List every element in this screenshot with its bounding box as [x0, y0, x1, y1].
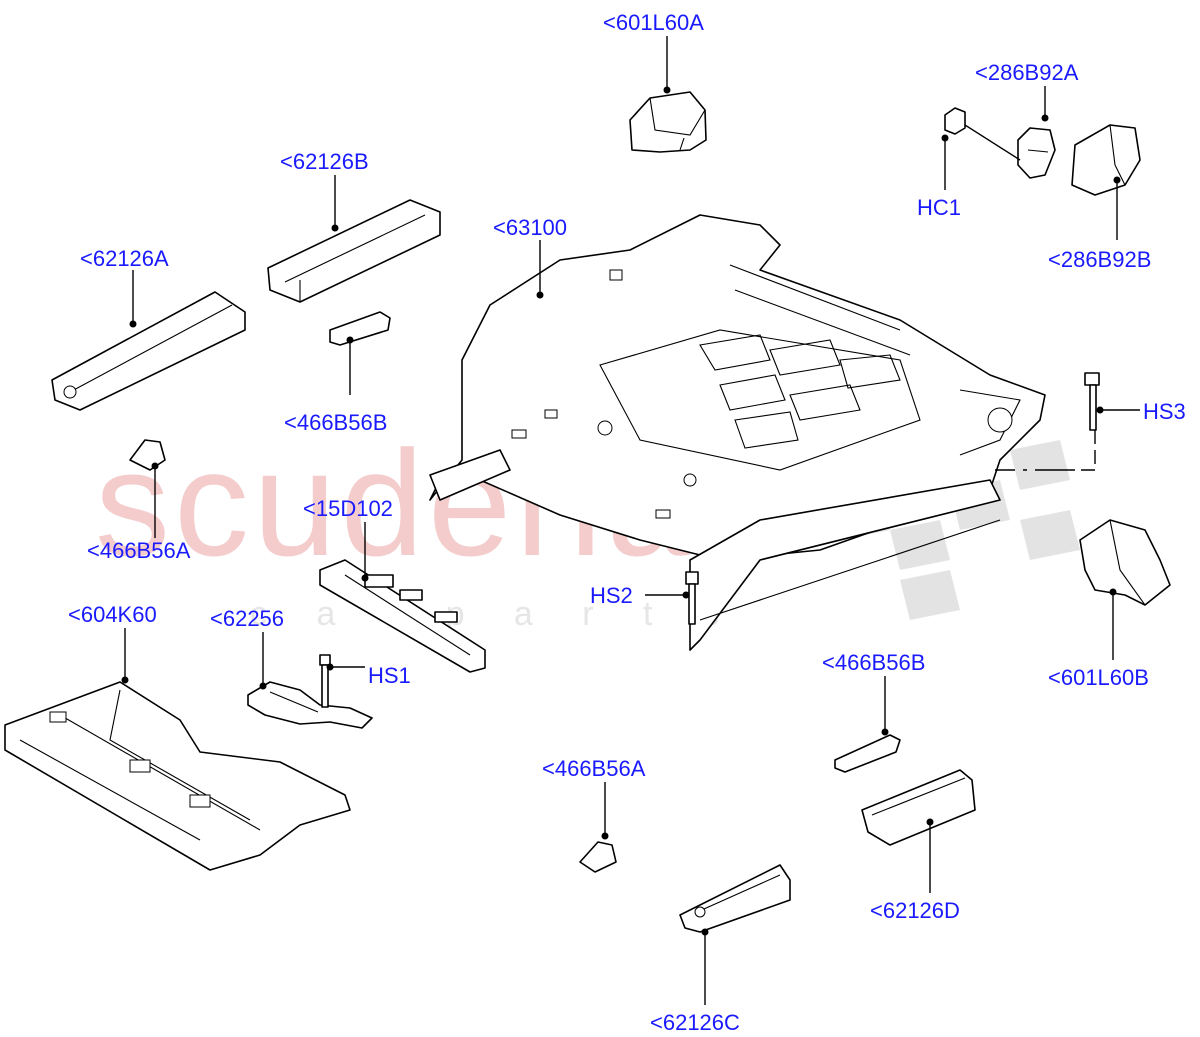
- label-601L60A[interactable]: <601L60A: [603, 10, 704, 35]
- label-604K60[interactable]: <604K60: [68, 602, 157, 627]
- part-286B92A: [944, 107, 1056, 179]
- label-62126D[interactable]: <62126D: [870, 898, 960, 923]
- label-HS3[interactable]: HS3: [1143, 399, 1186, 424]
- part-466B56A-left: [129, 439, 166, 471]
- label-62126C[interactable]: <62126C: [650, 1010, 740, 1035]
- part-HS2-bolt: [685, 571, 699, 625]
- part-601L60A: [629, 91, 707, 153]
- part-62126C: [679, 864, 791, 933]
- label-HC1[interactable]: HC1: [917, 195, 961, 220]
- label-62126A[interactable]: <62126A: [80, 246, 169, 271]
- part-labels: <601L60A <286B92A HC1 <286B92B <62126B <…: [68, 10, 1186, 1035]
- part-62126D: [861, 769, 976, 846]
- leader-lines: [121, 36, 1140, 1005]
- part-286B92B: [1071, 124, 1141, 196]
- part-466B56B-top: [329, 311, 391, 346]
- part-62126B: [267, 199, 441, 303]
- part-604K60: [4, 681, 351, 871]
- part-63100-seat-frame: [429, 214, 1046, 651]
- label-HS2[interactable]: HS2: [590, 583, 633, 608]
- label-62256[interactable]: <62256: [210, 606, 284, 631]
- label-466B56A-bottom[interactable]: <466B56A: [542, 756, 646, 781]
- label-HS1[interactable]: HS1: [368, 663, 411, 688]
- part-HS1-bolt: [319, 654, 331, 708]
- part-15D102: [319, 559, 486, 673]
- label-466B56B-top[interactable]: <466B56B: [284, 410, 387, 435]
- watermark-subtitle: c a r p a r t s: [250, 595, 739, 633]
- label-62126B[interactable]: <62126B: [280, 149, 369, 174]
- label-286B92A[interactable]: <286B92A: [975, 60, 1079, 85]
- label-466B56A-left[interactable]: <466B56A: [87, 538, 191, 563]
- label-63100[interactable]: <63100: [493, 215, 567, 240]
- part-62126A: [51, 291, 246, 411]
- part-601L60B: [1079, 519, 1171, 606]
- label-286B92B[interactable]: <286B92B: [1048, 247, 1151, 272]
- label-466B56B-right[interactable]: <466B56B: [822, 650, 925, 675]
- part-HS3-bolt: [1084, 372, 1100, 431]
- part-466B56A-bottom: [579, 841, 617, 873]
- part-62256: [247, 681, 373, 729]
- label-601L60B[interactable]: <601L60B: [1048, 665, 1149, 690]
- part-466B56B-right: [834, 734, 901, 773]
- label-15D102[interactable]: <15D102: [303, 496, 393, 521]
